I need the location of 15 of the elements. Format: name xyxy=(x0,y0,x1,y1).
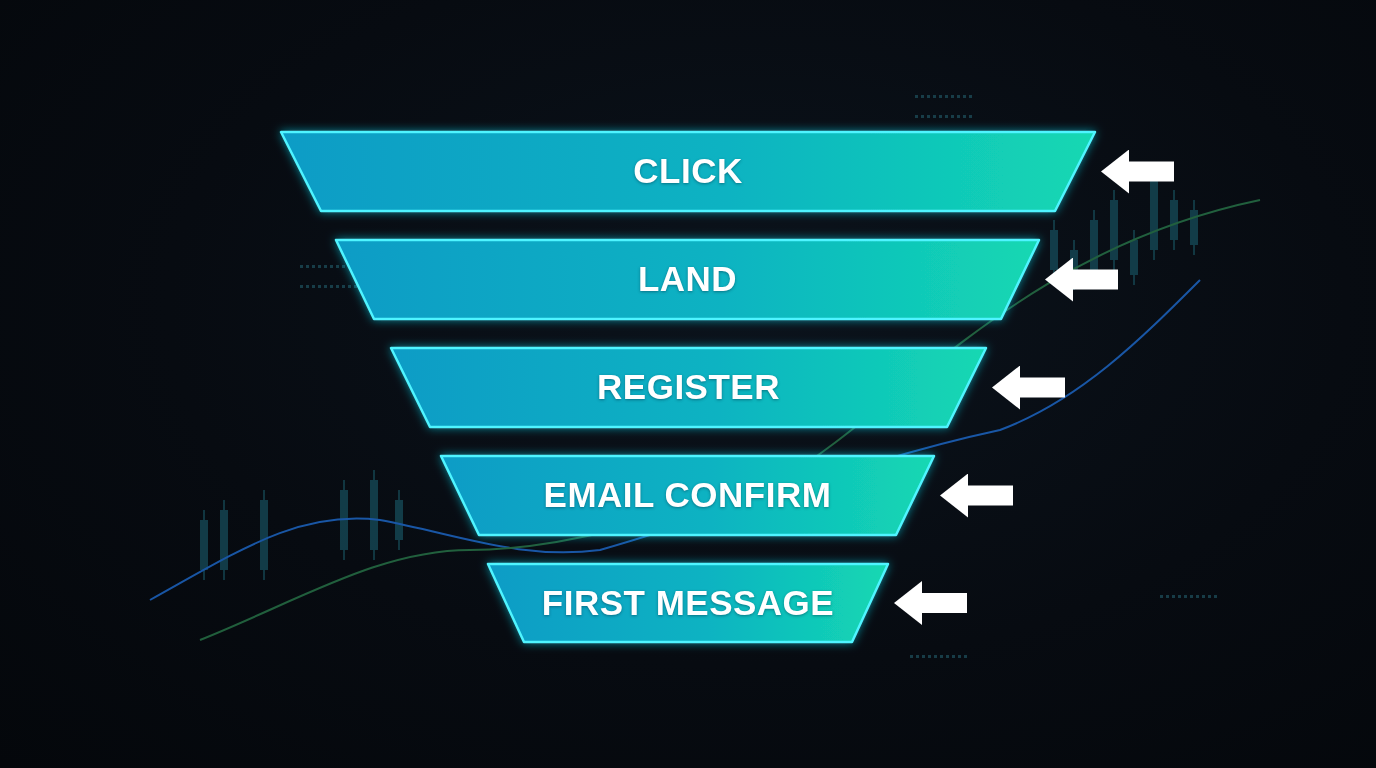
stage-label: EMAIL CONFIRM xyxy=(543,476,832,515)
funnel-stage xyxy=(440,455,935,536)
stage-label: REGISTER xyxy=(597,368,780,407)
stage-label: LAND xyxy=(637,260,738,299)
funnel-stage xyxy=(487,563,889,643)
funnel-stage xyxy=(390,347,987,428)
arrow xyxy=(940,473,1013,518)
stage-label: FIRST MESSAGE xyxy=(541,583,835,623)
funnel-stage xyxy=(280,131,1096,212)
arrow xyxy=(1101,149,1174,194)
arrow xyxy=(1045,257,1118,302)
funnel-stage xyxy=(335,239,1040,320)
arrow xyxy=(992,365,1065,410)
arrow xyxy=(894,581,967,625)
stage-label: CLICK xyxy=(633,152,743,191)
